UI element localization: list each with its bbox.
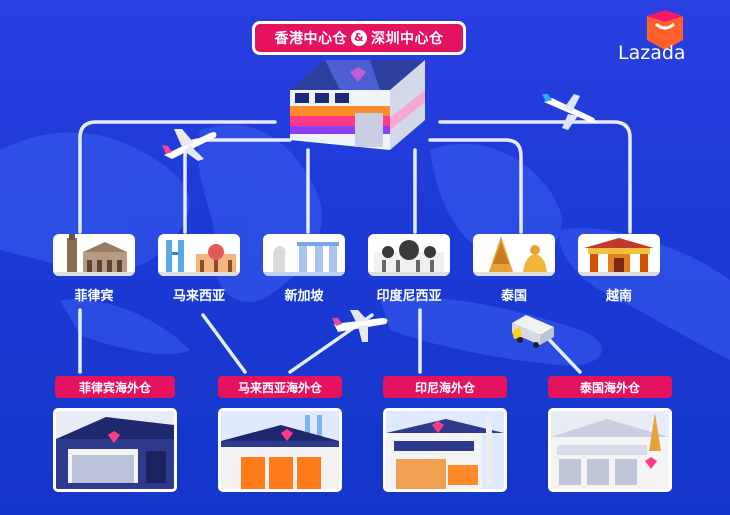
- lazada-logo: [647, 10, 683, 50]
- thailand-landmark-illustration: [473, 236, 555, 276]
- warehouse-label-indonesia: 印尼海外仓: [383, 376, 507, 398]
- country-label-vietnam: 越南: [605, 289, 632, 304]
- indonesia-warehouse-illustration: [386, 411, 504, 489]
- country-card-philippines: [53, 234, 135, 276]
- central-warehouse-building: [290, 60, 425, 150]
- airplane-icon: [332, 310, 388, 342]
- country-label-malaysia: 马来西亚: [172, 289, 225, 304]
- hong-kong-hub-label: 香港中心仓: [274, 31, 347, 47]
- warehouse-card-indonesia: [383, 408, 507, 492]
- warehouse-label-malaysia: 马来西亚海外仓: [218, 376, 342, 398]
- country-label-indonesia: 印度尼西亚: [376, 289, 442, 304]
- airplane-icon: [162, 129, 217, 161]
- lazada-logo-text: Lazada: [618, 42, 686, 64]
- warehouse-card-thailand: [548, 408, 672, 492]
- country-card-malaysia: [158, 234, 240, 276]
- vietnam-landmark-illustration: [578, 238, 660, 276]
- country-label-thailand: 泰国: [500, 289, 527, 304]
- philippines-warehouse-illustration: [56, 411, 174, 489]
- country-card-thailand: [473, 234, 555, 276]
- shenzhen-hub-label: 深圳中心仓: [371, 31, 444, 47]
- country-card-indonesia: [368, 234, 450, 276]
- country-card-vietnam: [578, 234, 660, 276]
- airplane-icon: [542, 94, 596, 130]
- country-label-singapore: 新加坡: [284, 289, 324, 304]
- indonesia-landmark-illustration: [368, 240, 450, 276]
- thailand-warehouse-illustration: [551, 411, 669, 489]
- central-warehouse-label: 香港中心仓 & 深圳中心仓: [252, 21, 466, 55]
- malaysia-warehouse-illustration: [221, 411, 339, 489]
- delivery-truck-icon: [512, 315, 554, 348]
- ampersand-badge: &: [351, 30, 367, 46]
- country-card-singapore: [263, 234, 345, 276]
- malaysia-landmark-illustration: [158, 240, 240, 276]
- warehouse-label-philippines: 菲律宾海外仓: [55, 376, 175, 398]
- country-label-philippines: 菲律宾: [74, 289, 114, 304]
- warehouse-card-philippines: [53, 408, 177, 492]
- warehouse-card-malaysia: [218, 408, 342, 492]
- philippines-landmark-illustration: [53, 234, 135, 276]
- singapore-landmark-illustration: [263, 242, 345, 276]
- warehouse-label-thailand: 泰国海外仓: [548, 376, 672, 398]
